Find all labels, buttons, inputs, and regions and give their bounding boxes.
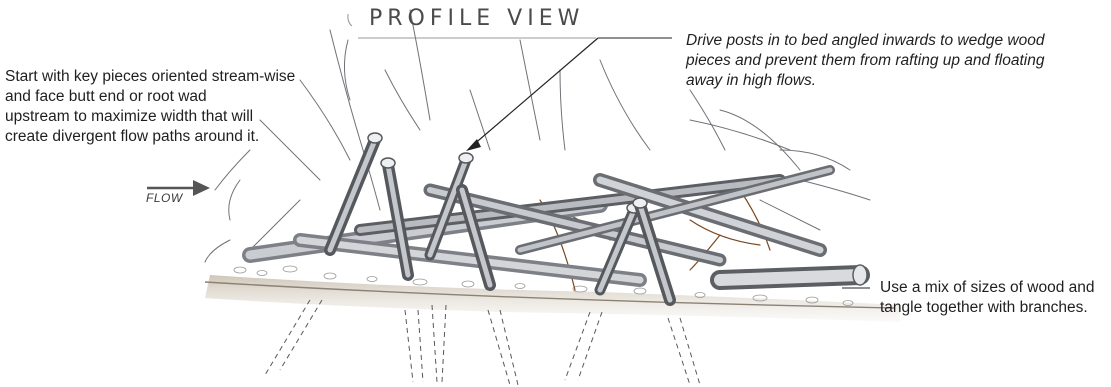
posts-leader-arrow [472, 38, 598, 146]
flow-label: FLOW [146, 191, 183, 205]
note-mix-sizes: Use a mix of sizes of wood and tangle to… [880, 278, 1095, 318]
note-key-pieces: Start with key pieces oriented stream-wi… [5, 67, 295, 147]
note-drive-posts: Drive posts in to bed angled inwards to … [686, 31, 1044, 91]
title-bracket [348, 14, 352, 26]
diagram-title: PROFILE VIEW [369, 6, 584, 31]
